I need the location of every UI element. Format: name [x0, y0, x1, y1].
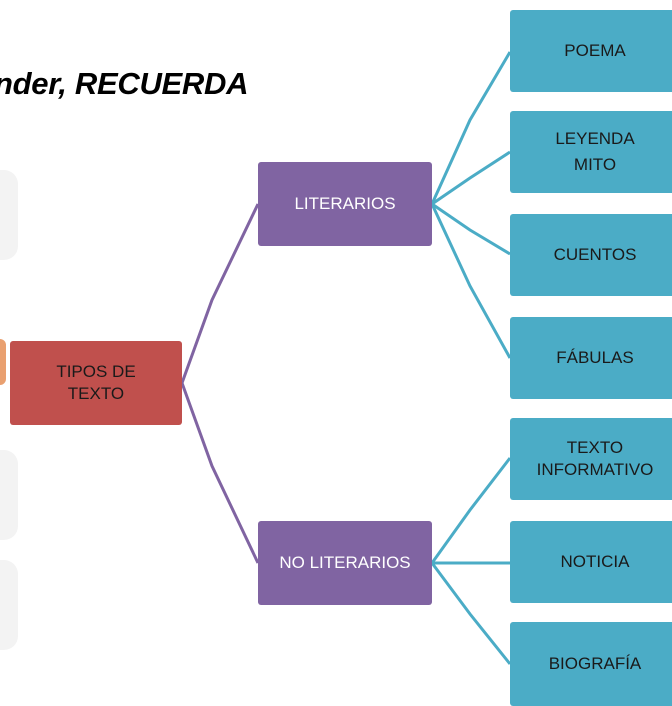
connector-root-noliterarios	[180, 382, 260, 564]
item-label: CUENTOS	[553, 245, 637, 264]
item-label-line2: MITO	[573, 155, 617, 174]
connector-noliterarios-biografia	[430, 562, 512, 665]
connector-literarios-poema	[430, 51, 512, 205]
decorative-shape	[0, 170, 18, 260]
connector-literarios-fabulas	[430, 203, 512, 359]
item-biografia: BIOGRAFÍA	[510, 622, 672, 706]
root-label-line2: TEXTO	[67, 384, 125, 403]
item-label-line2: INFORMATIVO	[536, 460, 654, 479]
decorative-shape	[0, 560, 18, 650]
item-label: NOTICIA	[560, 552, 630, 571]
item-fabulas: FÁBULAS	[510, 317, 672, 399]
item-poema: POEMA	[510, 10, 672, 92]
item-label: BIOGRAFÍA	[548, 654, 642, 673]
root-label-line1: TIPOS DE	[56, 362, 136, 381]
item-label-line1: TEXTO	[566, 438, 624, 457]
category-literarios: LITERARIOS	[258, 162, 432, 246]
category-label: LITERARIOS	[294, 194, 396, 213]
connector-root-literarios	[180, 203, 260, 384]
hand-illustration	[0, 339, 6, 385]
root-node: TIPOS DE TEXTO	[10, 341, 182, 425]
item-label-line1: LEYENDA	[555, 129, 635, 148]
category-no-literarios: NO LITERARIOS	[258, 521, 432, 605]
category-label: NO LITERARIOS	[279, 553, 411, 572]
page-heading: nder, RECUERDA	[0, 66, 249, 101]
item-texto-informativo: TEXTO INFORMATIVO	[510, 418, 672, 500]
connector-noliterarios-texto	[430, 457, 512, 564]
item-noticia: NOTICIA	[510, 521, 672, 603]
decorative-shape	[0, 450, 18, 540]
item-leyenda-mito: LEYENDA MITO	[510, 111, 672, 193]
connector-literarios-cuentos	[431, 202, 511, 256]
connector-literarios-leyenda	[431, 150, 511, 206]
item-label: POEMA	[564, 41, 626, 60]
item-label: FÁBULAS	[556, 348, 634, 367]
item-cuentos: CUENTOS	[510, 214, 672, 296]
